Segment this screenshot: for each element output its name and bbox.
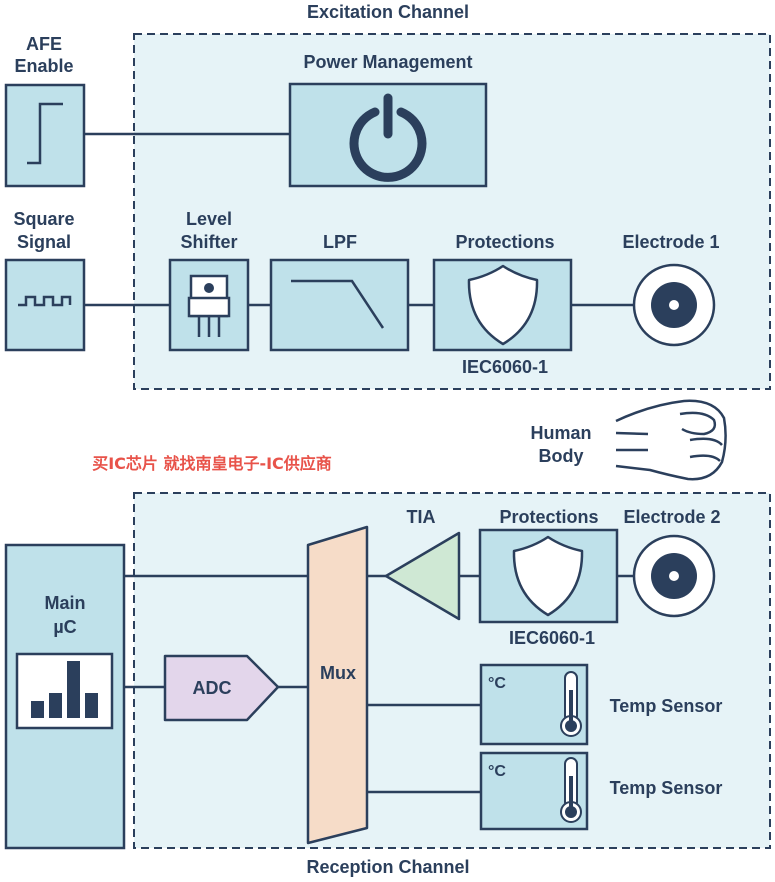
reception-channel-title: Reception Channel <box>306 857 469 877</box>
adc-label: ADC <box>193 678 232 698</box>
electrode-2-label: Electrode 2 <box>623 507 720 527</box>
square-signal-label-line1: Square <box>13 209 74 229</box>
tia-label: TIA <box>407 507 436 527</box>
main-uc-label-line1: Main <box>44 593 85 613</box>
reception-wires <box>124 574 634 794</box>
excitation-wires <box>85 132 634 307</box>
power-icon <box>349 93 427 182</box>
temp-sensor-2-label: Temp Sensor <box>610 778 723 798</box>
iec-2-label: IEC6060-1 <box>509 628 595 648</box>
step-waveform-icon <box>27 102 63 165</box>
human-body-label-line1: Human <box>530 423 591 443</box>
shield-icon <box>467 264 539 346</box>
afe-enable-block <box>4 83 86 188</box>
lpf-label: LPF <box>323 232 357 252</box>
iec-1-label: IEC6060-1 <box>462 357 548 377</box>
power-management-label: Power Management <box>303 52 472 72</box>
deg-c-1-label: °C <box>488 675 506 692</box>
watermark-text: 买IC芯片 就找南皇电子-IC供应商 <box>92 454 332 473</box>
bar-chart-icon <box>15 652 114 730</box>
square-wave-icon <box>18 295 72 307</box>
electrode-icon <box>632 534 716 618</box>
excitation-channel-title: Excitation Channel <box>307 2 469 22</box>
square-signal-label-line2: Signal <box>17 232 71 252</box>
tia-block <box>384 531 461 621</box>
deg-c-2-label: °C <box>488 763 506 780</box>
electrode-1-label: Electrode 1 <box>622 232 719 252</box>
mux-label: Mux <box>320 663 356 683</box>
protections-2-label: Protections <box>499 507 598 527</box>
transistor-package-icon <box>187 274 231 337</box>
main-uc-label-line2: µC <box>53 617 76 637</box>
fist-icon <box>615 399 727 481</box>
temp-sensor-1-label: Temp Sensor <box>610 696 723 716</box>
thermometer-icon <box>560 757 582 823</box>
protections-1-label: Protections <box>455 232 554 252</box>
mux-block <box>306 525 369 845</box>
electrode-icon <box>632 263 716 347</box>
lowpass-response-icon <box>291 279 385 329</box>
shield-icon <box>512 535 584 617</box>
adc-block <box>163 654 280 722</box>
human-body-label-line2: Body <box>539 446 584 466</box>
afe-enable-label-line2: Enable <box>14 56 73 76</box>
level-shifter-label-line1: Level <box>186 209 232 229</box>
thermometer-icon <box>560 671 582 737</box>
level-shifter-label-line2: Shifter <box>180 232 237 252</box>
lpf-block <box>269 258 410 352</box>
afe-enable-label-line1: AFE <box>26 34 62 54</box>
